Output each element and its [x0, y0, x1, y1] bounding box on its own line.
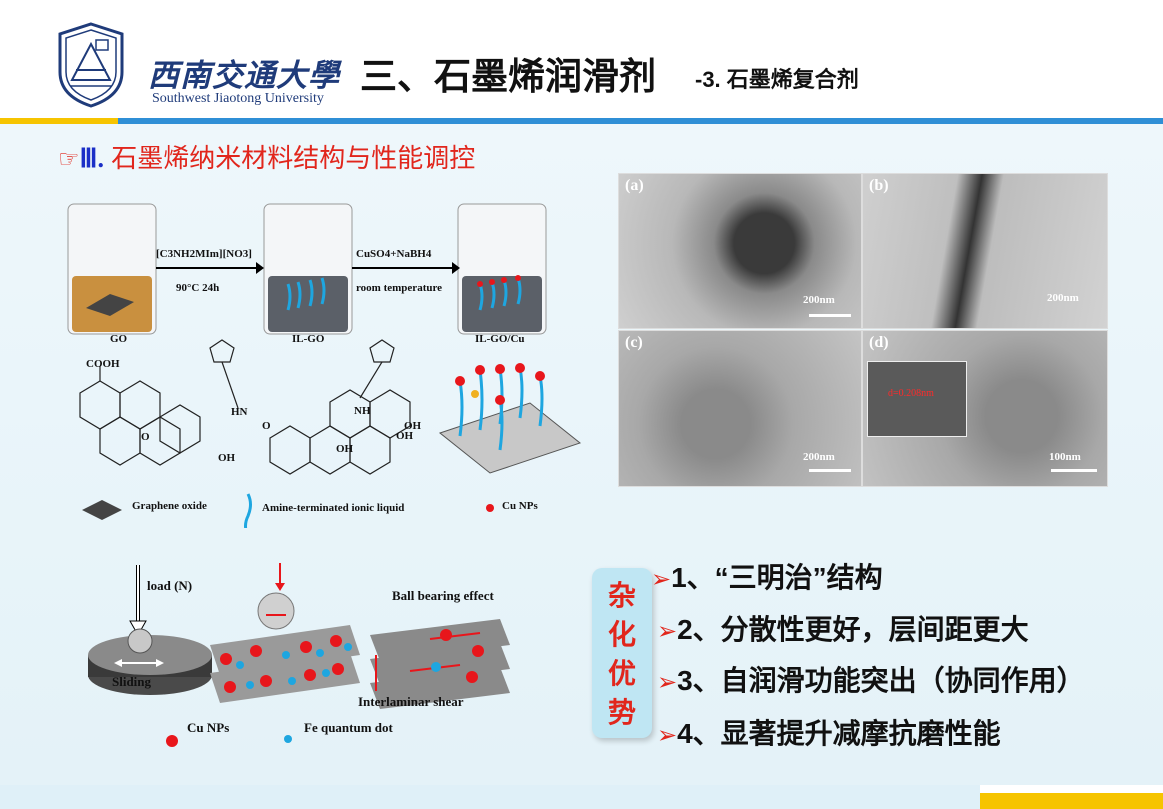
tem-scale-b: 200nm [1047, 292, 1079, 304]
beaker-label-go: GO [110, 333, 128, 345]
sandwich-layers [210, 563, 360, 703]
footer-accent [980, 793, 1163, 809]
chem-label-oh-3: OH [404, 420, 422, 432]
university-name-en: Southwest Jiaotong University [152, 91, 324, 106]
legend-ionic-liquid-icon [244, 493, 252, 528]
load-label: load (N) [147, 578, 193, 593]
pointing-hand-icon: ☞ [58, 146, 80, 173]
chem-label-o-2: O [262, 420, 271, 432]
advantage-text-1: 1、“三明治”结构 [671, 562, 883, 593]
step2-reagent: CuSO4+NaBH4 [356, 248, 432, 260]
university-name-cn: 西南交通大學 [148, 58, 340, 94]
pin-on-disk [88, 628, 212, 695]
legend-cu-np: Cu NPs [502, 500, 538, 512]
section-heading: ☞Ⅲ. 石墨烯纳米材料结构与性能调控 [58, 138, 475, 175]
chem-label-hn: HN [231, 406, 248, 418]
step1-condition: 90°C 24h [176, 282, 220, 294]
tem-scalebar-c [809, 469, 851, 472]
tem-label-b: (b) [869, 177, 889, 194]
sliding-label: Sliding [112, 674, 152, 689]
advantage-callout: 杂 化 优 势 [592, 568, 652, 738]
tem-panel-d: (d) d=0.208nm 100nm [862, 330, 1108, 487]
legend-cu-np-2: Cu NPs [187, 720, 230, 735]
tem-panel-a: (a) 200nm [618, 173, 862, 329]
advantage-text-4: 4、显著提升减摩抗磨性能 [677, 718, 1001, 749]
chem-label-nh: NH [354, 405, 371, 417]
tem-label-c: (c) [625, 334, 643, 351]
beaker-il-go-cu [457, 203, 547, 335]
header-divider-blue [0, 118, 1163, 124]
advantage-point-4: ➢4、显著提升减摩抗磨性能 [657, 712, 1001, 752]
arrow-bullet-icon: ➢ [657, 618, 678, 645]
legend-graphene-oxide: Graphene oxide [132, 500, 207, 512]
chem-label-oh-2: OH [336, 443, 354, 455]
il-go-molecule [209, 339, 411, 475]
tem-scale-c: 200nm [803, 451, 835, 463]
arrow-bullet-icon: ➢ [651, 566, 672, 593]
tem-scalebar-a [809, 314, 851, 317]
lattice-spacing-label: d=0.208nm [888, 388, 934, 399]
ball-bearing-label: Ball bearing effect [392, 588, 494, 603]
tem-panel-b: (b) 200nm [862, 173, 1108, 329]
section-roman: Ⅲ. [79, 144, 104, 173]
advantage-char-3: 优 [607, 658, 636, 689]
tem-label-a: (a) [625, 177, 644, 194]
legend-cu-np-icon [486, 504, 494, 512]
advantage-char-2: 化 [607, 619, 636, 650]
slide-subtitle: -3. 石墨烯复合剂 [695, 67, 859, 92]
beaker-label-il-go: IL-GO [292, 333, 325, 345]
chem-label-oh-4: OH [396, 430, 414, 442]
chem-label-oh-1: OH [218, 452, 236, 464]
chem-label-o-1: O [141, 431, 150, 443]
tem-panel-c: (c) 200nm [618, 330, 862, 487]
go-molecule [79, 366, 201, 466]
tem-scale-a: 200nm [803, 294, 835, 306]
il-go-cu-sheet [438, 363, 582, 474]
header-divider-yellow [0, 118, 118, 124]
arrow-step1-icon [156, 262, 264, 274]
advantage-text-2: 2、分散性更好，层间距更大 [677, 614, 1029, 645]
slide-title: 三、石墨烯润滑剂 [360, 56, 656, 97]
step1-reagent: [C3NH2MIm][NO3] [156, 248, 252, 260]
advantage-point-1: ➢1、“三明治”结构 [651, 556, 883, 596]
legend-cu-np-icon-2 [166, 735, 178, 747]
advantage-point-3: ➢3、自润滑功能突出（协同作用） [657, 659, 1085, 699]
advantage-text-3: 3、自润滑功能突出（协同作用） [677, 665, 1085, 696]
advantage-char-1: 杂 [607, 580, 636, 611]
arrow-bullet-icon: ➢ [657, 669, 678, 696]
advantage-point-2: ➢2、分散性更好，层间距更大 [657, 608, 1029, 648]
step2-condition: room temperature [356, 282, 443, 294]
beaker-label-il-go-cu: IL-GO/Cu [475, 333, 525, 345]
legend-fe-dot: Fe quantum dot [304, 720, 393, 735]
tem-scalebar-d [1051, 469, 1097, 472]
arrow-bullet-icon: ➢ [657, 722, 678, 749]
arrow-step2-icon [352, 262, 460, 274]
interlaminar-label: Interlaminar shear [358, 694, 464, 709]
beaker-il-go [263, 203, 353, 335]
shear-layers [370, 619, 510, 709]
slide-header: 西南交通大學 Southwest Jiaotong University 三、石… [0, 0, 1163, 118]
section-title: 石墨烯纳米材料结构与性能调控 [111, 143, 476, 173]
beaker-go [67, 203, 157, 335]
load-arrow-icon [129, 565, 147, 637]
legend-ionic-liquid: Amine-terminated ionic liquid [262, 502, 405, 514]
mechanism-diagram [88, 563, 510, 747]
university-seal-icon [58, 22, 124, 108]
synthesis-schematic [67, 203, 582, 528]
legend-graphene-oxide-icon [82, 500, 122, 520]
chem-label-cooh: COOH [86, 358, 120, 370]
hrtem-inset: d=0.208nm [867, 361, 967, 437]
advantage-char-4: 势 [607, 697, 636, 728]
tem-scale-d: 100nm [1049, 451, 1081, 463]
legend-fe-dot-icon [284, 735, 292, 743]
tem-label-d: (d) [869, 334, 889, 351]
footer-band [0, 785, 980, 809]
